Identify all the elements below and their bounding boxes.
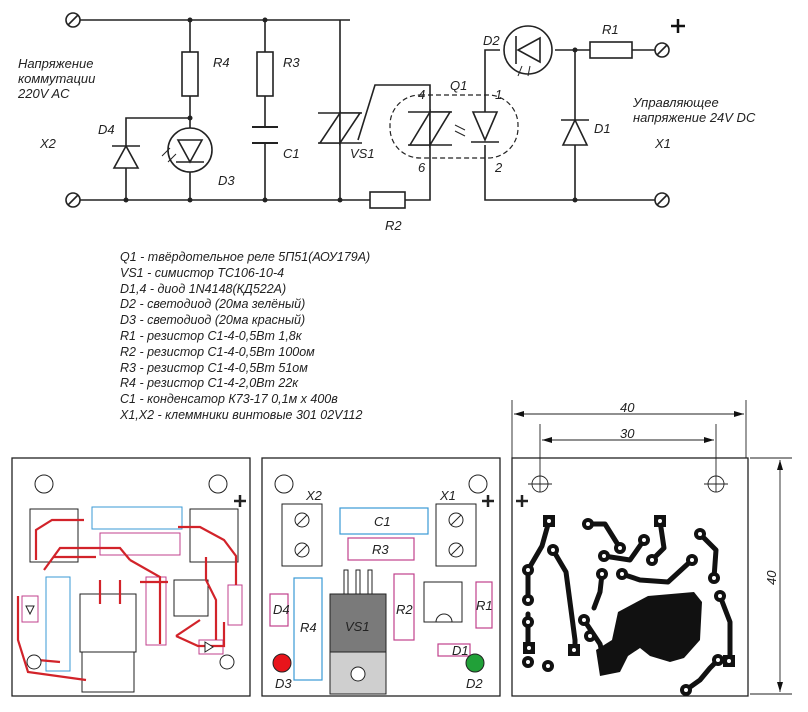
dim-height: 40 (764, 570, 779, 585)
pcb-trace-view (11, 457, 251, 697)
pcb-label-d1: D1 (452, 643, 469, 658)
label-voltage-left-3: 220V AC (17, 86, 70, 101)
parts-list-item: D3 - светодиод (20ма красный) (120, 313, 306, 328)
parts-list-item: X1,X2 - клеммники винтовые 301 02V112 (120, 407, 363, 422)
label-x1: X1 (654, 136, 671, 151)
label-voltage-left-1: Напряжение (18, 56, 93, 71)
label-d3: D3 (218, 173, 235, 188)
parts-list-item: C1 - конденсатор К73-17 0,1м х 400в (120, 392, 338, 407)
label-c1: C1 (283, 146, 300, 161)
pcb-label-d3: D3 (275, 676, 292, 691)
pin-2: 2 (494, 160, 503, 175)
pin-1: 1 (495, 87, 502, 102)
pcb-label-r2: R2 (396, 602, 413, 617)
parts-list-item: R3 - резистор С1-4-0,5Вт 51ом (120, 360, 308, 375)
parts-list-item: Q1 - твёрдотельное реле 5П51(АОУ179А) (120, 250, 371, 264)
parts-list-item: D1,4 - диод 1N4148(КД522А) (120, 281, 287, 296)
schematic-q1 (389, 94, 519, 159)
pcb-label-c1: C1 (374, 514, 391, 529)
pcb-label-r1: R1 (476, 598, 493, 613)
parts-list-item: VS1 - симистор ТС106-10-4 (120, 265, 285, 280)
schematic-c1 (252, 126, 278, 144)
pcb3-plus (516, 495, 528, 507)
label-d1: D1 (594, 121, 611, 136)
parts-list: Q1 - твёрдотельное реле 5П51(АОУ179А) VS… (120, 250, 370, 424)
pcb-label-vs1: VS1 (345, 619, 370, 634)
parts-list-item: R4 - резистор С1-4-2,0Вт 22к (120, 376, 299, 391)
schematic-diodes (112, 25, 589, 173)
dim-width-outer: 40 (620, 400, 635, 415)
label-x2: X2 (39, 136, 57, 151)
label-vs1: VS1 (350, 146, 375, 161)
parts-list-item: D2 - светодиод (20ма зелёный) (120, 297, 306, 312)
pin-4: 4 (418, 87, 425, 102)
label-voltage-right-1: Управляющее (632, 95, 719, 110)
terminal-screws (65, 12, 670, 208)
pcb-label-x2: X2 (305, 488, 323, 503)
plus-sign-top (671, 19, 685, 33)
label-r2: R2 (385, 218, 402, 233)
pcb2-plus (482, 495, 494, 507)
label-voltage-left-2: коммутации (18, 71, 95, 86)
label-d2: D2 (483, 33, 500, 48)
parts-list-item: R2 - резистор С1-4-0,5Вт 100ом (120, 344, 315, 359)
pcb-label-x1: X1 (439, 488, 456, 503)
parts-list-item: R1 - резистор С1-4-0,5Вт 1,8к (120, 328, 302, 343)
pcb-label-d2: D2 (466, 676, 483, 691)
light-arrows (161, 65, 531, 163)
label-d4: D4 (98, 122, 115, 137)
pcb-label-d4: D4 (273, 602, 290, 617)
label-r3: R3 (283, 55, 300, 70)
schematic-wires (80, 19, 655, 201)
label-q1: Q1 (450, 78, 467, 93)
label-r4: R4 (213, 55, 230, 70)
schematic-vs1 (318, 110, 362, 146)
pcb-label-r3: R3 (372, 542, 389, 557)
junction-dots (123, 17, 578, 203)
pin-6: 6 (418, 160, 426, 175)
pcb-copper-view: 40 30 40 (511, 400, 792, 697)
pcb-label-r4: R4 (300, 620, 317, 635)
label-r1: R1 (602, 22, 619, 37)
pcb1-plus (234, 495, 246, 507)
dim-width-holes: 30 (620, 426, 635, 441)
schematic-resistors (181, 41, 633, 209)
label-voltage-right-2: напряжение 24V DC (633, 110, 756, 125)
schematic-labels: Напряжение коммутации 220V AC Управляюще… (17, 22, 756, 233)
pcb-component-view: X2 X1 C1 R3 R4 R2 R1 D4 VS1 D1 D3 D2 (261, 457, 501, 697)
